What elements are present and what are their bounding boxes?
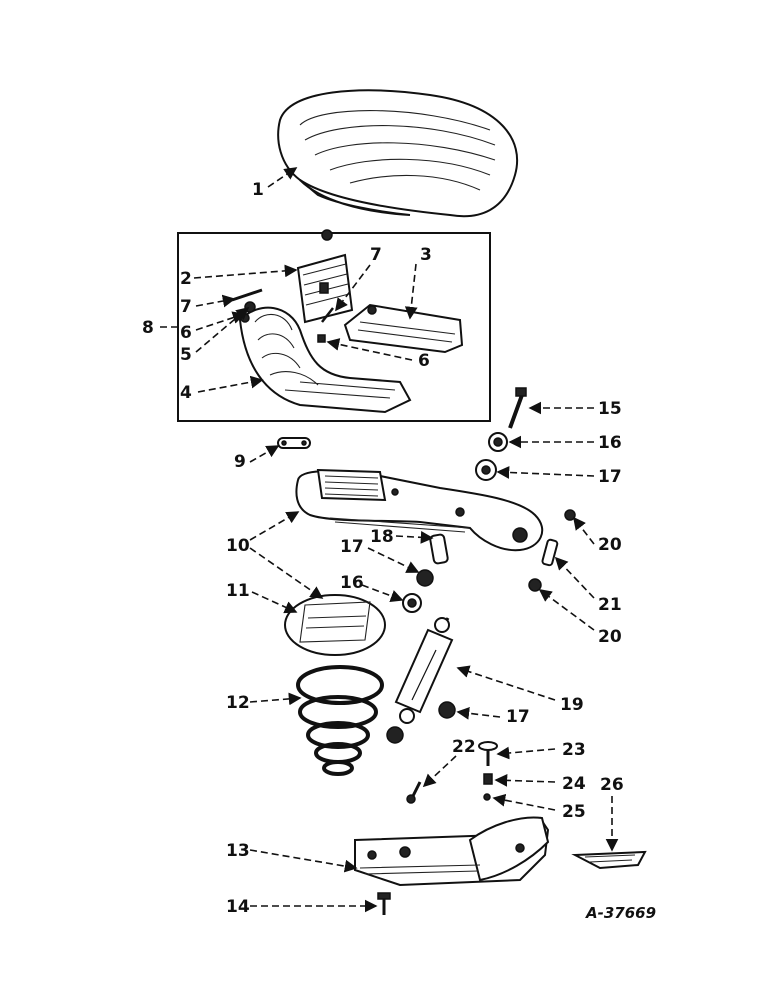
callout-10: 10 — [226, 536, 250, 556]
bushing-middle — [402, 593, 422, 613]
eye-bolt — [406, 781, 422, 804]
small-nut — [483, 793, 491, 801]
callout-16a: 16 — [598, 433, 622, 453]
small-pin — [231, 288, 263, 302]
seat-support-arm — [295, 468, 544, 552]
callout-14: 14 — [226, 897, 250, 917]
callout-20b: 20 — [598, 627, 622, 647]
callout-21: 21 — [598, 595, 622, 615]
callout-17b: 17 — [340, 537, 364, 557]
callout-17c: 17 — [506, 707, 530, 727]
callout-6a: 6 — [180, 323, 192, 343]
nut-right-upper — [564, 509, 576, 521]
upper-bolt — [508, 387, 527, 429]
callout-7b: 7 — [370, 245, 382, 265]
lower-nut — [386, 726, 404, 744]
base-plate — [354, 816, 550, 887]
side-pin — [541, 538, 559, 567]
callout-3: 3 — [420, 245, 432, 265]
callout-24: 24 — [562, 774, 586, 794]
callout-16b: 16 — [340, 573, 364, 593]
callout-5: 5 — [180, 345, 192, 365]
spacer-middle — [416, 569, 434, 587]
bottom-bolt — [377, 892, 391, 915]
lock-washer — [483, 773, 493, 785]
callout-7a: 7 — [180, 297, 192, 317]
seat-pan — [277, 89, 519, 218]
angle-bracket — [343, 303, 464, 354]
callout-11: 11 — [226, 581, 250, 601]
bracket-plate — [296, 253, 354, 324]
callout-25: 25 — [562, 802, 586, 822]
coil-spring — [296, 665, 384, 776]
callout-13: 13 — [226, 841, 250, 861]
callout-1: 1 — [252, 180, 264, 200]
link-bar — [277, 437, 311, 449]
small-bolt — [317, 307, 334, 343]
callout-20a: 20 — [598, 535, 622, 555]
callout-18: 18 — [370, 527, 394, 547]
callout-17a: 17 — [598, 467, 622, 487]
callout-4: 4 — [180, 383, 192, 403]
shock-spacer — [438, 701, 456, 719]
bushing-upper — [488, 432, 508, 452]
wedge-bracket — [571, 850, 647, 870]
callout-8: 8 — [142, 318, 154, 338]
carriage-bolt — [478, 741, 498, 766]
callout-23: 23 — [562, 740, 586, 760]
figure-id: A-37669 — [585, 904, 656, 922]
callout-19: 19 — [560, 695, 584, 715]
callout-2: 2 — [180, 269, 192, 289]
pivot-pin — [429, 533, 449, 565]
shock-absorber — [394, 617, 454, 724]
callout-6b: 6 — [418, 351, 430, 371]
callout-labels: 1 2 3 4 5 6 6 7 7 8 9 10 11 12 13 14 15 … — [142, 180, 624, 917]
callout-15: 15 — [598, 399, 622, 419]
spring-pad — [284, 594, 386, 656]
nut-right-lower — [528, 578, 542, 592]
callout-9: 9 — [234, 452, 246, 472]
top-rivet — [321, 229, 333, 241]
callout-26: 26 — [600, 775, 624, 795]
callout-12: 12 — [226, 693, 250, 713]
callout-22: 22 — [452, 737, 476, 757]
leader-lines — [160, 167, 619, 913]
spacer-upper — [475, 459, 497, 481]
